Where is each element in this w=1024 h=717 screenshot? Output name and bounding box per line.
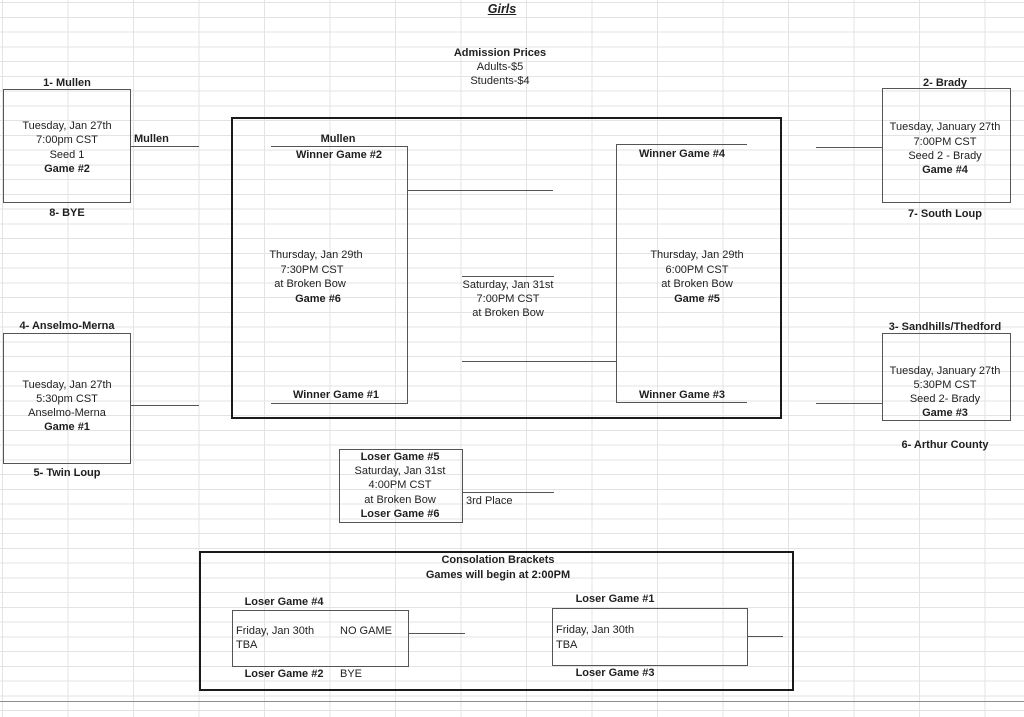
seed-label-3-sandhills-thedford: 3- Sandhills/Thedford bbox=[888, 321, 1002, 333]
consolation-right-time: TBA bbox=[556, 639, 578, 651]
game1-box bbox=[3, 333, 131, 464]
game6-advancer-name: Mullen bbox=[320, 133, 356, 145]
game6-location: at Broken Bow bbox=[274, 278, 346, 290]
consolation-heading: Consolation Brackets bbox=[441, 554, 555, 566]
game3-date: Tuesday, January 27th bbox=[889, 365, 1001, 377]
seed-label-7-south-loup: 7- South Loup bbox=[908, 208, 982, 220]
consolation-left-date: Friday, Jan 30th bbox=[236, 625, 315, 637]
admission-students: Students-$4 bbox=[470, 75, 530, 87]
game5-advance-line bbox=[462, 361, 617, 362]
seed-label-8-bye: 8- BYE bbox=[49, 207, 85, 219]
championship-date: Saturday, Jan 31st bbox=[462, 279, 554, 291]
game2-winner-name: Mullen bbox=[134, 133, 169, 145]
third-place-box bbox=[339, 449, 463, 523]
game1-date: Tuesday, Jan 27th bbox=[22, 379, 112, 391]
game6-slot-top: Winner Game #2 bbox=[295, 149, 383, 161]
game3-label: Game #3 bbox=[922, 407, 968, 419]
third-place-slot-top: Loser Game #5 bbox=[360, 451, 440, 463]
game4-winner-line bbox=[816, 147, 882, 148]
third-place-slot-bottom: Loser Game #6 bbox=[360, 508, 440, 520]
seed-label-5-twin-loup: 5- Twin Loup bbox=[33, 467, 101, 479]
game3-time: 5:30PM CST bbox=[913, 379, 977, 391]
game4-time: 7:00PM CST bbox=[913, 136, 977, 148]
consolation-right-winner-line bbox=[747, 636, 783, 637]
consolation-left-slot-top: Loser Game #4 bbox=[244, 596, 324, 608]
game6-slot-bottom: Winner Game #1 bbox=[292, 389, 380, 401]
game5-slot-bottom: Winner Game #3 bbox=[638, 389, 726, 401]
consolation-right-box bbox=[552, 608, 748, 666]
game4-box bbox=[882, 88, 1011, 203]
consolation-bracket-box bbox=[199, 551, 794, 691]
seed-label-6-arthur-county: 6- Arthur County bbox=[901, 439, 989, 451]
consolation-right-slot-top: Loser Game #1 bbox=[575, 593, 655, 605]
game6-label: Game #6 bbox=[295, 293, 341, 305]
champion-line bbox=[462, 276, 554, 277]
championship-location: at Broken Bow bbox=[472, 307, 544, 319]
third-place-label: 3rd Place bbox=[466, 495, 513, 507]
third-place-winner-line bbox=[462, 492, 554, 493]
game6-top-line bbox=[271, 146, 408, 147]
consolation-left-time: TBA bbox=[236, 639, 258, 651]
third-place-date: Saturday, Jan 31st bbox=[354, 465, 446, 477]
seed-label-2-brady: 2- Brady bbox=[922, 77, 968, 89]
championship-time: 7:00PM CST bbox=[476, 293, 540, 305]
game6-date: Thursday, Jan 29th bbox=[269, 249, 363, 261]
game5-top-line bbox=[616, 144, 747, 145]
game1-winner-line bbox=[131, 405, 199, 406]
game5-label: Game #5 bbox=[674, 293, 720, 305]
consolation-subheading: Games will begin at 2:00PM bbox=[425, 569, 571, 581]
consolation-left-winner-line bbox=[408, 633, 465, 634]
game1-time: 5:30pm CST bbox=[36, 393, 98, 405]
game6-advance-line bbox=[408, 190, 553, 191]
game6-bottom-line bbox=[271, 403, 408, 404]
game6-right-edge bbox=[407, 146, 408, 404]
game2-winner-line bbox=[131, 146, 199, 147]
page-title: Girls bbox=[487, 2, 517, 16]
consolation-left-box bbox=[232, 610, 409, 667]
game5-time: 6:00PM CST bbox=[665, 264, 729, 276]
game4-label: Game #4 bbox=[922, 164, 968, 176]
consolation-right-slot-bottom: Loser Game #3 bbox=[575, 667, 655, 679]
game5-left-edge bbox=[616, 144, 617, 403]
game2-time: 7:00pm CST bbox=[36, 134, 98, 146]
admission-heading: Admission Prices bbox=[453, 47, 547, 59]
consolation-right-date: Friday, Jan 30th bbox=[556, 624, 635, 636]
admission-adults: Adults-$5 bbox=[476, 61, 524, 73]
game5-bottom-line bbox=[616, 402, 747, 403]
game2-label: Game #2 bbox=[44, 163, 90, 175]
game3-winner-line bbox=[816, 403, 882, 404]
game3-box bbox=[882, 333, 1011, 421]
game2-note: Seed 1 bbox=[49, 149, 85, 161]
championship-bracket-box bbox=[231, 117, 782, 419]
game5-location: at Broken Bow bbox=[661, 278, 733, 290]
game3-note: Seed 2- Brady bbox=[909, 393, 981, 405]
game1-note: Anselmo-Merna bbox=[28, 407, 106, 419]
third-place-location: at Broken Bow bbox=[364, 494, 436, 506]
game2-box bbox=[3, 89, 131, 203]
game2-date: Tuesday, Jan 27th bbox=[22, 120, 112, 132]
game1-label: Game #1 bbox=[44, 421, 90, 433]
consolation-left-slot-bottom: Loser Game #2 bbox=[244, 668, 324, 680]
consolation-left-note-top: NO GAME bbox=[340, 625, 392, 637]
game4-note: Seed 2 - Brady bbox=[908, 150, 982, 162]
sheet-bottom-border bbox=[0, 701, 1024, 702]
consolation-left-note-bottom: BYE bbox=[340, 668, 363, 680]
game6-time: 7:30PM CST bbox=[280, 264, 344, 276]
seed-label-1-mullen: 1- Mullen bbox=[43, 77, 91, 89]
third-place-time: 4:00PM CST bbox=[368, 479, 432, 491]
seed-label-4-anselmo-merna: 4- Anselmo-Merna bbox=[19, 320, 115, 332]
game5-date: Thursday, Jan 29th bbox=[650, 249, 744, 261]
game5-slot-top: Winner Game #4 bbox=[638, 148, 726, 160]
game4-date: Tuesday, January 27th bbox=[889, 121, 1001, 133]
